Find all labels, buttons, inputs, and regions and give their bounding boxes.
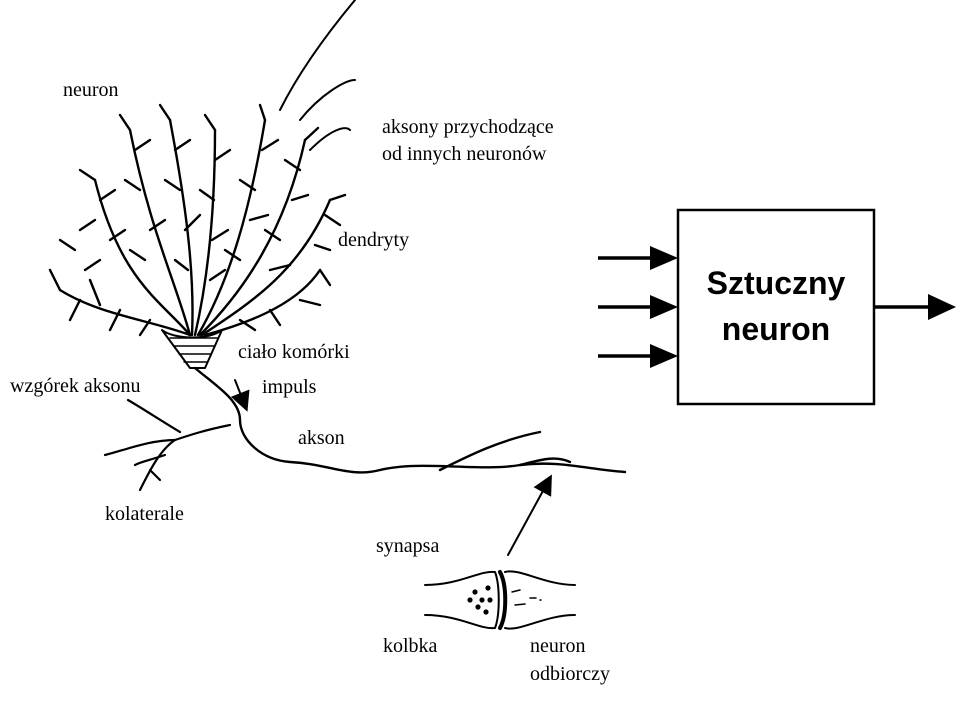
collaterals [103,398,232,492]
input-arrow [598,246,678,270]
label-axon-hillock: wzgórek aksonu [10,375,141,397]
artificial-neuron-block: Sztuczny neuron [598,208,956,406]
label-dendrites: dendryty [338,229,409,251]
artificial-neuron-title-line2: neuron [722,311,830,347]
impulse-arrow [230,379,250,412]
label-collaterals: kolaterale [105,503,184,525]
biological-neuron [48,0,627,630]
synapse-pointer-arrow [507,474,552,556]
synapse-detail [424,570,576,630]
label-axon: akson [298,427,345,449]
cell-body [161,329,223,369]
label-cell-body: ciało komórki [238,341,350,363]
output-arrow [874,294,956,320]
artificial-neuron-box [676,208,876,406]
artificial-neuron-title-line1: Sztuczny [707,265,846,301]
label-receiving-neuron-line2: odbiorczy [530,663,610,685]
label-receiving-neuron-line1: neuron [530,635,586,657]
incoming-axons [279,0,356,151]
label-bulb: kolbka [383,635,438,657]
input-arrow [598,295,678,319]
dendrites [48,103,347,337]
label-incoming-axons-line2: od innych neuronów [382,143,547,165]
input-arrow [598,344,678,368]
label-synapse: synapsa [376,535,439,557]
axon [193,366,627,474]
label-incoming-axons-line1: aksony przychodzące [382,116,554,138]
label-impulse: impuls [262,376,317,398]
label-neuron: neuron [63,79,119,101]
